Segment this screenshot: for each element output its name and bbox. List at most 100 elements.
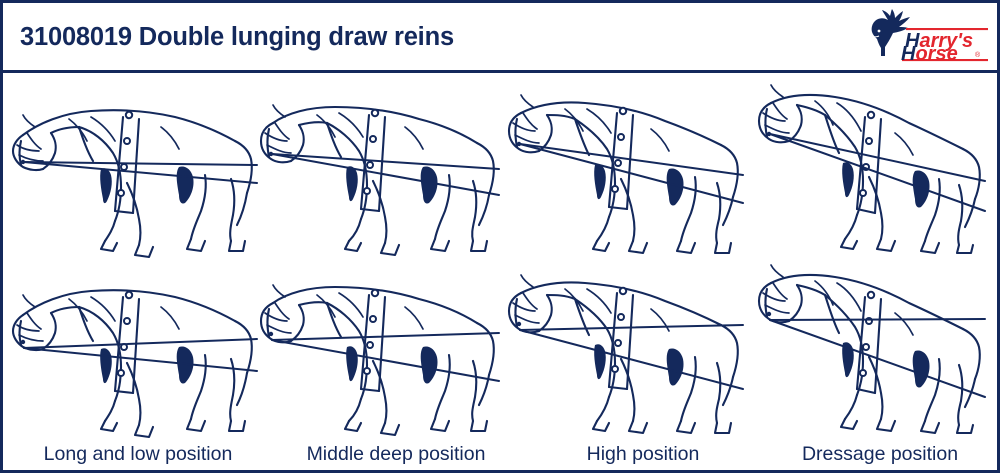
surcingle-ring-top [618, 106, 628, 116]
horse-mane-and-details [770, 84, 914, 156]
logo-registered-mark: ® [975, 51, 981, 59]
horse-markings [346, 346, 438, 384]
harrys-horse-logo: Harry's Horse ® [858, 6, 991, 68]
surcingle-ring-top [866, 290, 876, 300]
surcingle-girth [113, 290, 141, 395]
horse-markings [594, 164, 684, 206]
horse-markings [594, 344, 684, 386]
surcingle-ring-lower [611, 185, 619, 193]
horse-legs [867, 175, 975, 255]
horse-figure-row0-col3 [737, 83, 986, 263]
draw-rein-lines [519, 143, 744, 204]
horse-head-and-bridle [264, 302, 292, 339]
horse-markings [100, 346, 194, 384]
horse-drawing [507, 94, 744, 255]
draw-rein-lines [271, 332, 500, 382]
surcingle-girth [359, 108, 387, 213]
horse-figure-row0-col2 [495, 83, 744, 263]
horse-figure-row0-col1 [251, 83, 500, 263]
horse-drawing [507, 274, 744, 435]
surcingle-girth [855, 290, 883, 395]
horse-body-outline [507, 101, 739, 253]
horse-mane-and-details [22, 294, 180, 330]
surcingle-ring-lower [363, 367, 371, 375]
bit-ring [766, 311, 772, 317]
horse-legs [371, 353, 489, 437]
horse-mane-and-details [272, 284, 424, 330]
surcingle-ring-middle [614, 339, 622, 347]
surcingle-ring-lower [859, 189, 867, 197]
surcingle-ring-middle [120, 163, 128, 171]
surcingle-ring-middle [614, 159, 622, 167]
horse-figure-row1-col3 [737, 263, 986, 443]
surcingle-girth [607, 286, 635, 391]
horse-head-and-bridle [762, 282, 790, 319]
surcingle-ring-top [370, 288, 380, 298]
logo-horse-head-icon [871, 9, 910, 56]
horse-mane-and-details [272, 104, 424, 150]
draw-rein-lines [23, 338, 258, 372]
horse-drawing [259, 284, 500, 437]
logo-artwork: Harry's Horse ® [871, 9, 988, 65]
horse-mane-and-details [520, 274, 670, 332]
horse-markings [346, 166, 438, 204]
surcingle-ring-middle [366, 341, 374, 349]
caption-long-and-low: Long and low position [43, 443, 233, 465]
horse-figure-row1-col2 [495, 263, 744, 443]
logo-word-horse: Horse [901, 43, 958, 65]
horse-head-and-bridle [512, 112, 540, 149]
horse-legs [867, 355, 975, 435]
draw-rein-lines [769, 133, 986, 212]
horse-body-outline [11, 109, 253, 253]
caption-dressage: Dressage position [801, 443, 959, 465]
horse-drawing [11, 289, 258, 439]
horse-drawing [259, 104, 500, 257]
horse-markings [842, 162, 930, 208]
page-title: 31008019 Double lunging draw reins [20, 23, 454, 51]
surcingle-ring-lower [117, 369, 125, 377]
horse-drawing [757, 84, 986, 255]
draw-rein-lines [23, 161, 258, 184]
horse-body-outline [11, 289, 253, 433]
surcingle-ring-upper [617, 313, 625, 321]
logo-rule-top [906, 28, 988, 31]
caption-high: High position [586, 443, 700, 465]
surcingle-ring-upper [123, 137, 131, 145]
horse-body-outline [757, 93, 981, 251]
surcingle-ring-upper [369, 135, 377, 143]
horse-legs [619, 175, 733, 255]
surcingle-girth [359, 288, 387, 393]
horse-drawing [11, 109, 258, 259]
surcingle-ring-lower [117, 189, 125, 197]
horse-figure-row1-col1 [251, 263, 500, 443]
bit-ring [20, 339, 26, 345]
draw-rein-lines [519, 324, 744, 390]
surcingle-ring-top [124, 110, 134, 120]
surcingle-ring-lower [363, 187, 371, 195]
horse-mane-and-details [22, 114, 180, 150]
surcingle-ring-top [370, 108, 380, 118]
horse-head-and-bridle [762, 102, 790, 139]
surcingle-ring-middle [366, 161, 374, 169]
horse-head-and-bridle [16, 312, 44, 347]
horse-drawing [757, 264, 986, 435]
horse-body-outline [757, 273, 981, 431]
horse-markings [100, 166, 194, 204]
surcingle-ring-upper [617, 133, 625, 141]
horse-head-and-bridle [264, 122, 292, 159]
surcingle-ring-upper [865, 137, 873, 145]
surcingle-ring-top [866, 110, 876, 120]
surcingle-girth [607, 106, 635, 211]
horse-markings [842, 342, 930, 388]
logo-word-harrys: Harry's [905, 30, 973, 52]
caption-middle-deep: Middle deep position [306, 443, 486, 465]
surcingle-ring-top [124, 290, 134, 300]
horse-legs [619, 355, 733, 435]
illustration-board: Long and low position Middle deep positi… [3, 73, 997, 470]
horse-figure-row1-col0 [9, 263, 258, 443]
surcingle-ring-lower [611, 365, 619, 373]
logo-rule-bottom [902, 59, 988, 62]
surcingle-ring-upper [369, 315, 377, 323]
horse-mane-and-details [520, 94, 670, 152]
horse-mane-and-details [770, 264, 914, 336]
